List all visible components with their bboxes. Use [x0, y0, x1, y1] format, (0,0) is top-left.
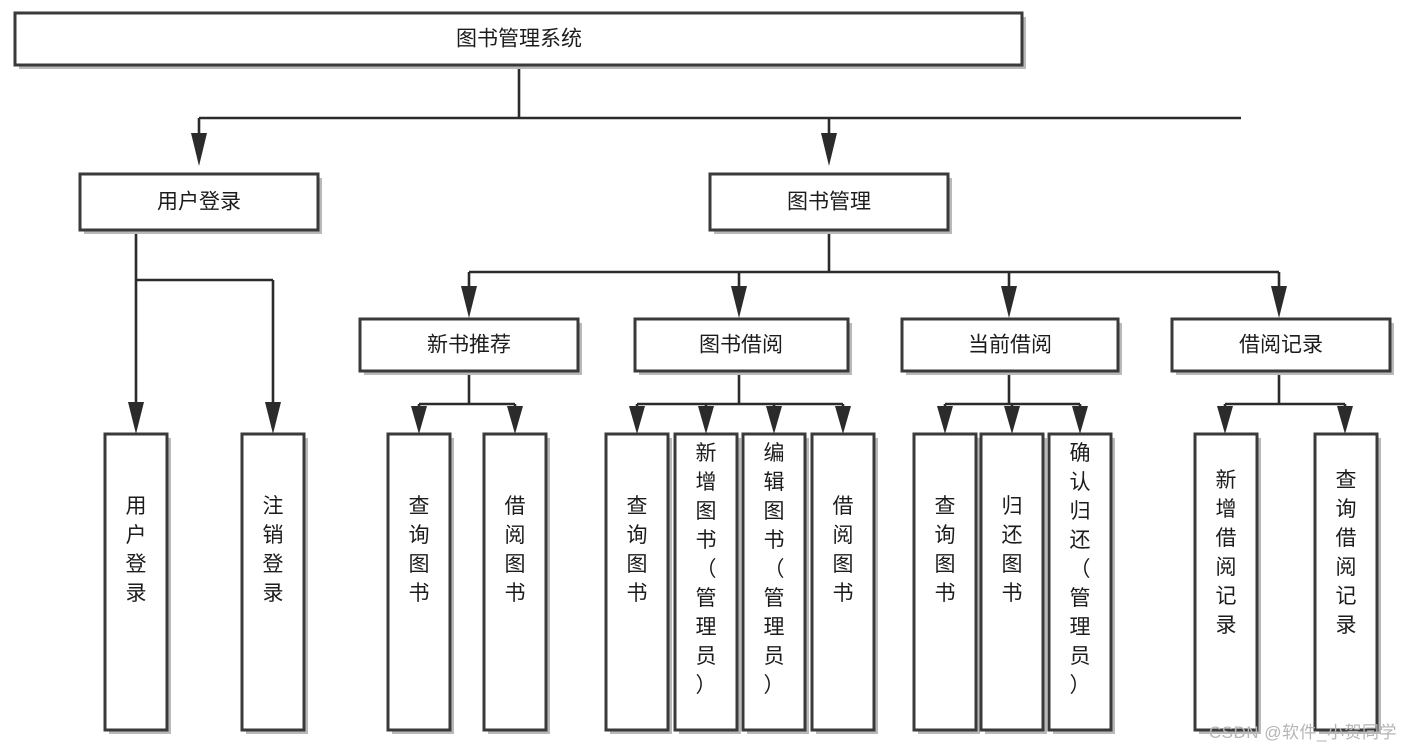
leaf-query-book-1-label: 查询图书	[409, 495, 430, 605]
arrow-borrow-record	[1271, 286, 1287, 318]
arrow-leaf-borrow-book-2	[835, 406, 851, 434]
leaf-add-book[interactable]: 新增图书（管理员）	[673, 432, 741, 734]
leaf-query-book-3[interactable]: 查询图书	[912, 432, 980, 734]
node-book-management-label: 图书管理	[787, 191, 871, 214]
node-new-book-recommend-label: 新书推荐	[427, 334, 511, 357]
node-root-box[interactable]	[13, 11, 1024, 67]
leaf-borrow-book-2-box[interactable]	[810, 432, 876, 732]
node-current-borrow-label: 当前借阅	[968, 334, 1052, 357]
leaf-query-record-label: 查询借阅记录	[1336, 469, 1357, 637]
arrow-leaf-return-book	[1004, 406, 1020, 434]
node-borrow-record-label: 借阅记录	[1239, 334, 1323, 357]
leaf-logout-login-box[interactable]	[240, 432, 306, 732]
node-new-book-recommend-box[interactable]	[358, 317, 580, 373]
leaf-user-login[interactable]: 用户登录	[103, 432, 171, 734]
leaf-query-record-box[interactable]	[1313, 432, 1379, 732]
node-borrow-record-box[interactable]	[1170, 317, 1392, 373]
leaf-query-book-2-label: 查询图书	[627, 495, 648, 605]
leaf-query-book-1[interactable]: 查询图书	[386, 432, 454, 734]
node-book-borrow-label: 图书借阅	[699, 334, 783, 357]
leaf-add-record-box[interactable]	[1193, 432, 1259, 732]
leaf-return-book-label: 归还图书	[1002, 495, 1023, 605]
leaf-query-book-3-box[interactable]	[912, 432, 978, 732]
leaf-confirm-return[interactable]: 确认归还（管理员）	[1047, 432, 1115, 734]
arrow-leaf-add-record	[1217, 406, 1233, 434]
node-root[interactable]: 图书管理系统	[13, 11, 1026, 69]
arrow-leaf-borrow-book-1	[507, 406, 523, 434]
node-user-login[interactable]: 用户登录	[78, 172, 322, 234]
arrow-leaf-query-book-2	[629, 406, 645, 434]
arrow-leaf-add-book	[698, 406, 714, 434]
leaf-borrow-book-1-box[interactable]	[482, 432, 548, 732]
arrow-user-login	[191, 133, 207, 166]
leaf-borrow-book-2-label: 借阅图书	[833, 495, 854, 605]
leaf-query-book-1-box[interactable]	[386, 432, 452, 732]
leaf-edit-book-box[interactable]	[741, 432, 807, 732]
leaf-return-book-box[interactable]	[979, 432, 1045, 732]
node-root-label: 图书管理系统	[456, 28, 582, 51]
arrow-current-borrow	[1001, 286, 1017, 318]
leaf-query-book-2-box[interactable]	[604, 432, 670, 732]
node-new-book-recommend[interactable]: 新书推荐	[358, 317, 582, 375]
leaf-add-record[interactable]: 新增借阅记录	[1193, 432, 1261, 734]
leaf-confirm-return-label: 确认归还（管理员）	[1070, 442, 1091, 697]
leaf-user-login-label: 用户登录	[126, 495, 147, 605]
arrow-leaf-logout-login	[265, 402, 281, 434]
leaf-user-login-box[interactable]	[103, 432, 169, 732]
node-book-management[interactable]: 图书管理	[708, 172, 952, 234]
node-current-borrow[interactable]: 当前借阅	[900, 317, 1122, 375]
node-user-login-label: 用户登录	[157, 191, 241, 214]
node-book-borrow-box[interactable]	[633, 317, 850, 373]
leaf-borrow-book-1[interactable]: 借阅图书	[482, 432, 550, 734]
leaf-edit-book-label: 编辑图书（管理员）	[764, 442, 785, 697]
arrow-book-management	[821, 133, 837, 166]
leaf-add-book-box[interactable]	[673, 432, 739, 732]
connector-group	[128, 65, 1353, 434]
leaf-borrow-book-1-label: 借阅图书	[505, 495, 526, 605]
node-book-borrow[interactable]: 图书借阅	[633, 317, 852, 375]
leaf-add-record-label: 新增借阅记录	[1216, 469, 1237, 637]
leaf-borrow-book-2[interactable]: 借阅图书	[810, 432, 878, 734]
leaf-logout-login-label: 注销登录	[263, 495, 284, 605]
arrow-leaf-query-book-3	[937, 406, 953, 434]
leaf-add-book-label: 新增图书（管理员）	[696, 442, 717, 697]
leaf-return-book[interactable]: 归还图书	[979, 432, 1047, 734]
leaf-logout-login[interactable]: 注销登录	[240, 432, 308, 734]
leaf-query-book-2[interactable]: 查询图书	[604, 432, 672, 734]
leaf-query-record[interactable]: 查询借阅记录	[1313, 432, 1381, 734]
arrow-leaf-edit-book	[766, 406, 782, 434]
arrow-leaf-query-record	[1337, 406, 1353, 434]
node-borrow-record[interactable]: 借阅记录	[1170, 317, 1394, 375]
arrow-book-borrow	[731, 286, 747, 318]
node-book-management-box[interactable]	[708, 172, 950, 232]
arrow-leaf-query-book-1	[411, 406, 427, 434]
leaf-edit-book[interactable]: 编辑图书（管理员）	[741, 432, 809, 734]
leaf-confirm-return-box[interactable]	[1047, 432, 1113, 732]
node-current-borrow-box[interactable]	[900, 317, 1120, 373]
arrow-leaf-user-login	[128, 402, 144, 434]
leaf-query-book-3-label: 查询图书	[935, 495, 956, 605]
node-user-login-box[interactable]	[78, 172, 320, 232]
arrow-new-book	[461, 286, 477, 318]
arrow-leaf-confirm-return	[1072, 406, 1088, 434]
